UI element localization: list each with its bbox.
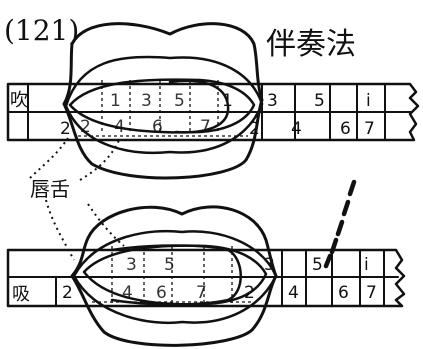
leader-lips-top [29, 137, 69, 179]
top-inner-upper-1: 3 [141, 91, 152, 111]
mouth-bottom-outer-lips [70, 205, 278, 347]
mouth-top-lower-lip-inner [64, 102, 264, 155]
bottom-inner-upper-1: 5 [164, 255, 175, 275]
top-outer-upper-1: 3 [267, 91, 278, 111]
mouth-bottom-upper-lip-inner [72, 229, 278, 278]
leader-lips-bottom [45, 199, 75, 261]
bottom-outer-lower-0: 2 [62, 283, 73, 303]
harmonica-top-body [6, 82, 420, 142]
bottom-outer-lower-4: 7 [366, 283, 377, 303]
top-outer-lower-0: 2 [249, 119, 260, 139]
top-inner-upper-0: 1 [110, 91, 121, 111]
slanted-dash-mark [323, 179, 357, 269]
top-outer-upper-2: 5 [314, 91, 325, 111]
mouth-top-outer-lips [62, 22, 264, 180]
top-left-lower-num: 2 [60, 119, 71, 139]
leader-tongue-top [79, 137, 121, 181]
bottom-outer-upper-1: 5 [312, 255, 323, 275]
mouth-bottom: 3 5 4 6 7 [70, 205, 278, 347]
bottom-inner-lower-1: 6 [156, 283, 167, 303]
label-lips-tongue: 唇舌 [30, 177, 70, 201]
harmonica-top-cells [27, 83, 386, 141]
mouth-bottom-tongue [110, 244, 242, 306]
harmonica-bottom-body [6, 248, 406, 308]
top-inner-lower-3: 7 [200, 117, 211, 137]
leader-tongue-bottom [87, 203, 125, 247]
mouth-bottom-dashed-cells [84, 246, 268, 304]
top-inner-lower-0: 2 [80, 117, 91, 137]
harmonica-top: 1 3 5 i 2 4 6 7 吹 2 [6, 82, 420, 142]
top-outer-upper-3: i [366, 91, 371, 111]
bottom-outer-lower-3: 6 [338, 283, 349, 303]
top-outer-lower-2: 6 [340, 119, 351, 139]
figure-title: 伴奏法 [266, 27, 356, 62]
bottom-inner-lower-2: 7 [196, 283, 207, 303]
harmonica-bottom-cells [55, 249, 385, 307]
bottom-inner-lower-0: 4 [122, 283, 133, 303]
top-inner-upper-2: 5 [174, 91, 185, 111]
top-inner-lower-2: 6 [152, 117, 163, 137]
mouth-top-upper-lip-inner [64, 55, 264, 108]
top-outer-lower-3: 7 [364, 119, 375, 139]
mouth-bottom-opening [82, 244, 268, 306]
mouth-top-opening [68, 78, 256, 134]
label-blow-bottom: 吸 [12, 284, 30, 305]
bottom-outer-upper-2: i [364, 255, 369, 275]
bottom-outer-lower-2: 4 [288, 283, 299, 303]
label-blow-top: 吹 [10, 90, 28, 111]
mouth-top-tongue [168, 79, 230, 134]
bottom-inner-upper-0: 3 [126, 255, 137, 275]
top-outer-lower-1: 4 [291, 119, 302, 139]
figure-number: (121) [4, 14, 79, 47]
top-inner-lower-1: 4 [114, 117, 125, 137]
mouth-top: 1 3 5 2 4 6 7 [62, 22, 264, 180]
